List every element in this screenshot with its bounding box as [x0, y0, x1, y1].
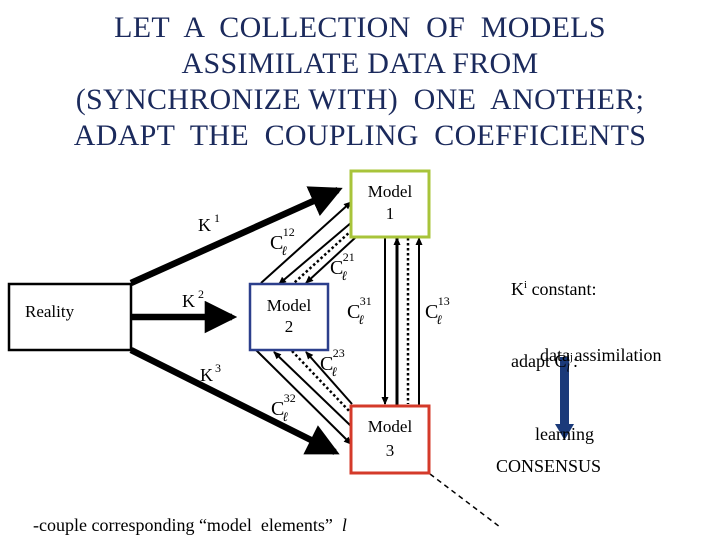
title-line-2: ASSIMILATE DATA FROM	[181, 47, 539, 80]
c23-arrow	[305, 351, 353, 405]
c-note-prefix: adapt C	[511, 351, 567, 371]
consensus-arrow-shaft	[560, 357, 569, 425]
c-note-line2: learning	[535, 423, 594, 444]
title-line-3: (SYNCHRONIZE WITH) ONE ANOTHER;	[75, 83, 645, 116]
reality-label: Reality	[25, 302, 75, 321]
model-element-dashed-line	[429, 473, 501, 528]
k3-arrow	[129, 347, 340, 455]
c21-label: Cℓ21	[330, 250, 355, 283]
c12-label: Cℓ12	[270, 225, 295, 258]
adapt-c-note: adapt Clij: learning	[511, 302, 594, 467]
model3-label-line2: 3	[386, 441, 395, 460]
c32-label: Cℓ32	[271, 391, 296, 424]
m1-m2-dotted-line	[293, 229, 353, 284]
c21-arrow	[305, 236, 357, 284]
consensus-arrow-head	[555, 424, 574, 440]
model2-label-line1: Model	[267, 296, 312, 315]
model3-label-line1: Model	[368, 417, 413, 436]
title-line-1: LET A COLLECTION OF MODELS	[114, 11, 606, 44]
model2-label-line2: 2	[285, 317, 294, 336]
k-note-line2: data assimilation	[540, 345, 662, 365]
c23-label: Cℓ23	[320, 346, 345, 379]
c31-label: Cℓ31	[347, 294, 372, 327]
reality-box	[7, 282, 133, 352]
title-line-4: ADAPT THE COUPLING COEFFICIENTS	[73, 119, 647, 152]
m2-m3-dotted-line	[291, 350, 353, 415]
k-note-base: K	[511, 279, 524, 299]
model3-box	[349, 404, 431, 475]
c13-label: Cℓ13	[425, 294, 450, 327]
model1-box	[349, 169, 431, 239]
model2-box	[248, 282, 330, 352]
c-note-sup: ij	[566, 351, 573, 363]
k-note-sup: i	[524, 279, 528, 291]
slide-title: LET A COLLECTION OF MODELS ASSIMILATE DA…	[0, 10, 720, 154]
footnote-italic-l: l	[341, 515, 347, 535]
c32-arrow	[273, 351, 353, 428]
model1-label-line1: Model	[368, 182, 413, 201]
c-note-rest: :	[572, 351, 578, 371]
model1-label-line2: 1	[386, 204, 395, 223]
k-note-rest: constant:	[527, 279, 597, 299]
m2-to-m3-arrow	[255, 349, 352, 445]
c-note-sub: l	[566, 360, 570, 375]
k1-arrow	[129, 186, 343, 286]
footnote: -couple corresponding “model elements” l	[24, 494, 347, 536]
c12-arrow	[260, 201, 352, 284]
footnote-text: -couple corresponding “model elements”	[33, 515, 342, 535]
k-constant-note: Ki constant: data assimilation	[511, 230, 661, 388]
m1-to-m2-arrow	[278, 221, 353, 285]
consensus-label: CONSENSUS	[496, 456, 602, 476]
